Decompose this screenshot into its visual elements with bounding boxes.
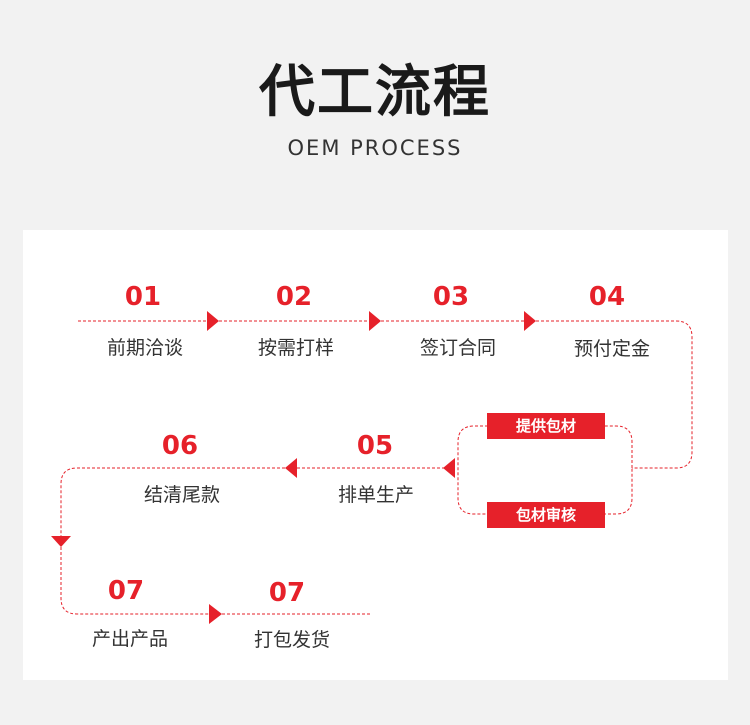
arrow-right-icon (369, 311, 381, 331)
step-number: 05 (356, 431, 394, 461)
step-label: 预付定金 (573, 338, 650, 360)
connector-line (536, 320, 693, 469)
arrow-left-icon (443, 458, 455, 478)
arrow-down-icon (51, 536, 71, 547)
step-label: 签订合同 (419, 337, 496, 359)
step-label: 结清尾款 (143, 484, 220, 506)
loop-line (457, 425, 488, 515)
arrow-left-icon (285, 458, 297, 478)
step-number: 03 (432, 282, 470, 312)
page-subtitle: OEM PROCESS (287, 136, 463, 160)
step-number: 07 (107, 576, 145, 606)
step-number: 07 (268, 578, 306, 608)
step-label: 按需打样 (257, 337, 334, 359)
step-label: 产出产品 (91, 628, 168, 650)
step-number: 01 (124, 282, 162, 312)
connector-line (60, 547, 209, 615)
step-label: 打包发货 (253, 629, 330, 651)
connector-line (60, 467, 285, 536)
step-number: 04 (588, 282, 626, 312)
step-number: 06 (161, 431, 199, 461)
loop-line (603, 468, 633, 515)
step-label: 排单生产 (337, 484, 414, 506)
tag-packaging-review: 包材审核 (487, 502, 605, 528)
arrow-right-icon (209, 604, 222, 624)
step-label: 前期洽谈 (106, 337, 183, 359)
tag-packaging-provide: 提供包材 (487, 413, 605, 439)
step-number: 02 (275, 282, 313, 312)
process-panel (23, 230, 728, 680)
arrow-right-icon (524, 311, 536, 331)
loop-line (603, 425, 633, 468)
arrow-right-icon (207, 311, 219, 331)
page-title: 代工流程 (259, 60, 491, 125)
